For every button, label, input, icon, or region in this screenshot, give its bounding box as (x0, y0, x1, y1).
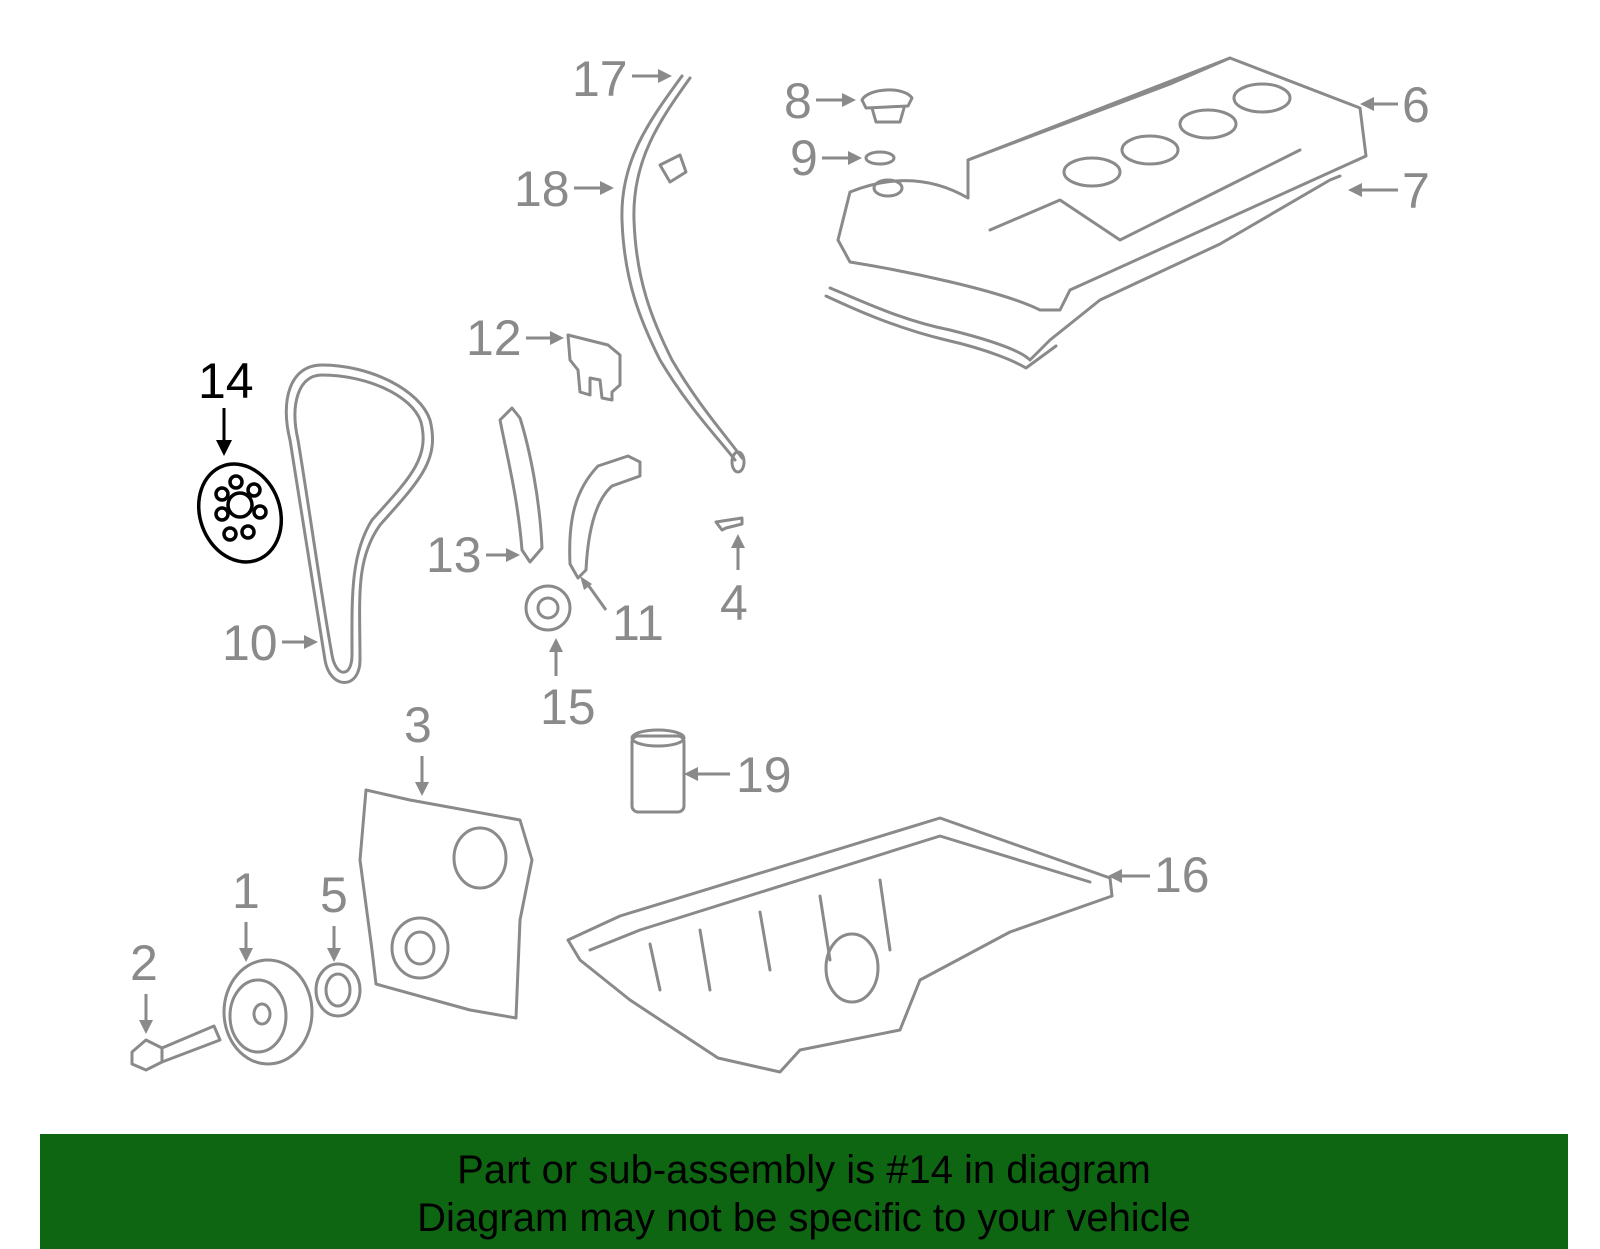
part-3-timing-cover[interactable] (358, 788, 534, 1020)
part-5-front-seal[interactable] (314, 962, 362, 1018)
callout-15[interactable]: 15 (540, 679, 596, 735)
callout-9-arrow (822, 151, 862, 165)
callout-19-arrow (684, 767, 730, 781)
banner-vehicle-disclaimer: Diagram may not be specific to your vehi… (417, 1196, 1191, 1240)
callout-3[interactable]: 3 (404, 697, 432, 753)
disclaimer-banner: Part or sub-assembly is #14 in diagram D… (40, 1134, 1568, 1249)
part-8-oil-filler-cap[interactable] (860, 88, 914, 124)
callout-8[interactable]: 8 (784, 73, 812, 129)
part-11-tensioner-guide[interactable] (568, 454, 642, 580)
part-17-dipstick[interactable] (620, 74, 746, 474)
callout-17-arrow (632, 69, 672, 83)
callout-14-arrow (216, 408, 232, 456)
callout-2-arrow (139, 994, 153, 1034)
callout-19[interactable]: 19 (736, 747, 792, 803)
callout-11[interactable]: 11 (612, 595, 664, 651)
callout-13[interactable]: 13 (426, 527, 482, 583)
part-15-crank-sprocket[interactable] (524, 584, 572, 632)
part-10-timing-chain[interactable] (284, 363, 435, 684)
part-14-sprocket-highlighted[interactable] (185, 452, 294, 573)
callout-10[interactable]: 10 (222, 615, 278, 671)
part-13-chain-guide[interactable] (498, 406, 544, 564)
callout-10-arrow (282, 635, 318, 649)
callout-1[interactable]: 1 (232, 863, 260, 919)
callout-7[interactable]: 7 (1402, 163, 1430, 219)
part-7-valve-cover-gasket[interactable] (824, 174, 1342, 370)
part-6-valve-cover[interactable] (836, 56, 1368, 312)
part-18-dipstick-tube-bracket[interactable] (658, 153, 688, 184)
callout-15-arrow (549, 638, 563, 676)
callout-1-arrow (239, 922, 253, 962)
callout-16[interactable]: 16 (1154, 847, 1210, 903)
callout-6[interactable]: 6 (1402, 77, 1430, 133)
part-4-bolt[interactable] (714, 516, 744, 532)
part-9-seal[interactable] (864, 150, 896, 166)
banner-part-note: Part or sub-assembly is #14 in diagram (457, 1148, 1151, 1192)
callout-13-arrow (486, 548, 520, 562)
callout-7-arrow (1348, 183, 1398, 197)
callout-18[interactable]: 18 (514, 161, 570, 217)
callout-5[interactable]: 5 (320, 867, 348, 923)
callout-4[interactable]: 4 (720, 575, 748, 631)
part-12-bracket[interactable] (566, 333, 622, 402)
part-1-crank-pulley[interactable] (222, 958, 314, 1066)
callout-6-arrow (1360, 97, 1398, 111)
callout-12[interactable]: 12 (466, 310, 522, 366)
callout-12-arrow (526, 331, 564, 345)
callout-17[interactable]: 17 (572, 51, 628, 107)
callout-5-arrow (327, 926, 341, 962)
callout-3-arrow (415, 756, 429, 796)
callout-16-arrow (1108, 869, 1150, 883)
callout-14[interactable]: 14 (198, 353, 254, 409)
part-19-oil-filter[interactable] (630, 728, 686, 814)
callout-9[interactable]: 9 (790, 130, 818, 186)
callout-2[interactable]: 2 (130, 935, 158, 991)
part-16-oil-pan[interactable] (566, 816, 1114, 1074)
callout-8-arrow (816, 93, 856, 107)
callout-4-arrow (731, 534, 745, 570)
part-2-pulley-bolt[interactable] (130, 1024, 222, 1072)
callout-18-arrow (574, 181, 614, 195)
callout-11-arrow (580, 576, 608, 611)
